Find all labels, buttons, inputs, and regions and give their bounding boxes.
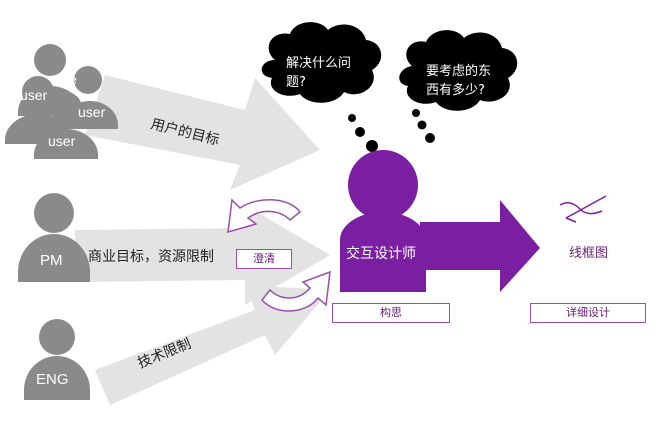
arrow-business: [75, 205, 330, 305]
user-label-2: user: [20, 87, 48, 103]
user-label-3: user: [78, 104, 106, 120]
arrow-business-label: 商业目标，资源限制: [88, 249, 214, 265]
users-group-icon: [5, 44, 118, 159]
bubble-2-line1: 要考虑的东: [426, 63, 491, 79]
designer-label: 交互设计师: [346, 245, 416, 262]
arrow-tech: [95, 285, 330, 405]
pm-person-icon: [18, 193, 90, 282]
thought-dots: [348, 109, 435, 152]
thought-bubble-2: [399, 30, 518, 111]
eng-person-icon: [24, 319, 90, 400]
wireframe-pencil-icon: [559, 195, 607, 223]
detail-design-box: 详细设计: [530, 303, 646, 323]
bubble-2-line2: 西有多少?: [426, 82, 485, 98]
eng-label: ENG: [36, 371, 69, 388]
concept-box: 构思: [332, 303, 450, 323]
bubble-1-line2: 题?: [286, 75, 306, 90]
user-label-1: use: [56, 72, 77, 87]
clarify-box: 澄清: [236, 249, 292, 269]
user-label-4: user: [48, 133, 76, 149]
pm-label: PM: [40, 252, 63, 269]
bubble-1-line1: 解决什么问: [286, 56, 351, 71]
arrow-user-goals: [85, 75, 320, 190]
wireframe-label: 线框图: [569, 246, 608, 261]
designer-person-icon: [340, 150, 540, 292]
clarify-cycle-icon: [227, 198, 331, 312]
thought-bubble-1: [261, 22, 382, 103]
